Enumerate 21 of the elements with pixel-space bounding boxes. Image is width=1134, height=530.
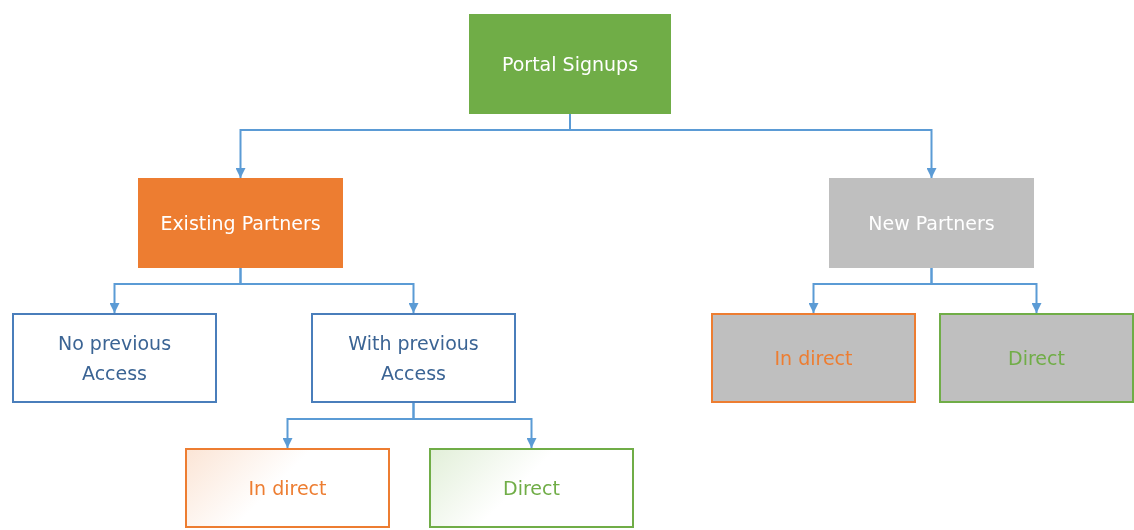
channel-box <box>429 448 634 528</box>
access-box <box>311 313 516 403</box>
node-label: Direct <box>503 476 560 501</box>
connector-arrow <box>239 267 419 314</box>
node-label: New Partners <box>868 211 995 236</box>
category-box <box>138 178 343 268</box>
access-box <box>12 313 217 403</box>
node-label: In direct <box>774 346 853 371</box>
node-label: With previous Access <box>347 331 480 386</box>
channel-box <box>185 448 390 528</box>
node-label: Direct <box>1008 346 1065 371</box>
channel-box <box>711 313 916 403</box>
connector-arrow <box>412 402 537 449</box>
root-box <box>469 14 671 114</box>
connector-arrow <box>930 267 1042 314</box>
node-label: Existing Partners <box>160 211 321 236</box>
channel-box <box>939 313 1134 403</box>
category-box <box>829 178 1034 268</box>
node-label: Portal Signups <box>501 52 639 77</box>
node-label: No previous Access <box>56 331 173 386</box>
node-label: In direct <box>248 476 327 501</box>
